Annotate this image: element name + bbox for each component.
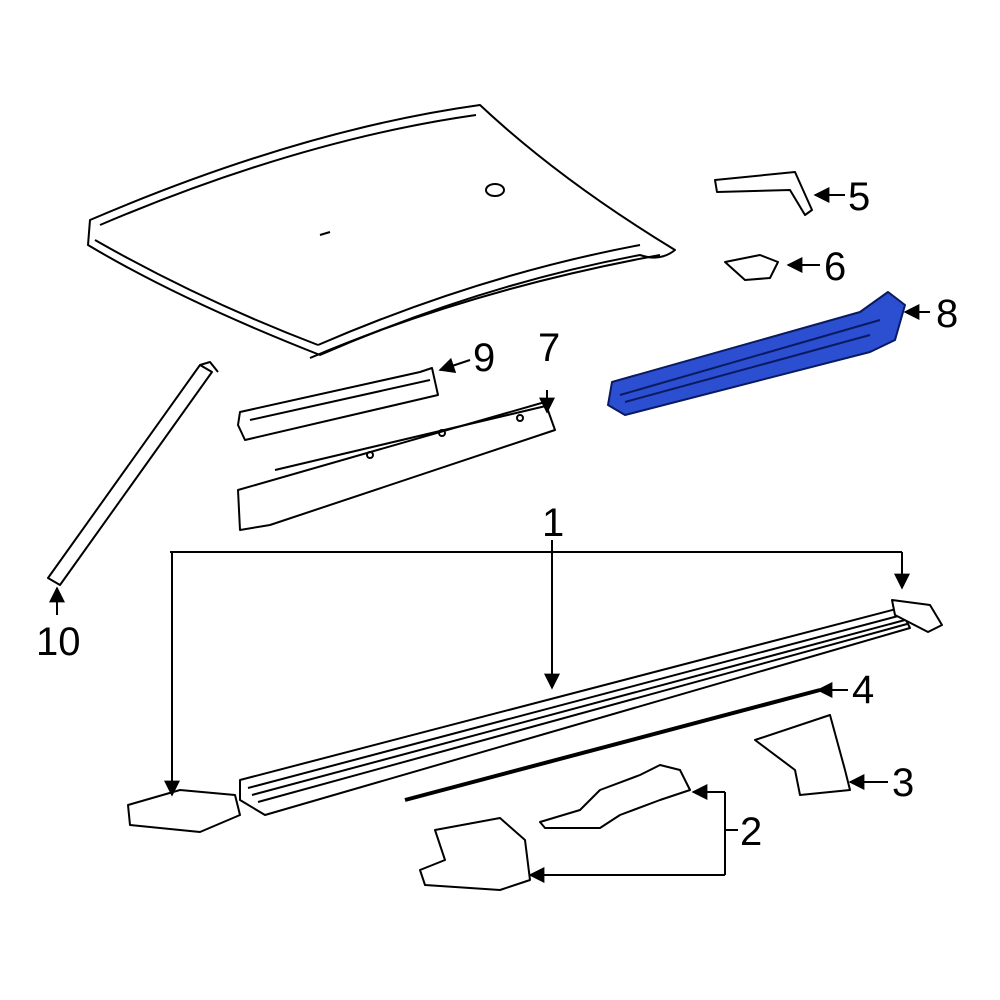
leader-lines: [49, 187, 930, 883]
callout-4: 4: [852, 668, 875, 712]
part-7-rocker-panel: [237, 401, 556, 531]
callout-7: 7: [538, 326, 561, 370]
callout-8: 8: [936, 292, 959, 336]
part-1-running-board: [127, 599, 943, 833]
part-4-rod: [404, 688, 821, 802]
part-9-reinforcement: [237, 367, 439, 441]
part-2-motor-assembly: [419, 764, 691, 891]
callout-5: 5: [848, 175, 871, 219]
callout-1: 1: [542, 501, 565, 545]
callout-9: 9: [473, 336, 496, 380]
part-8-sill-highlighted: [607, 291, 906, 416]
part-5-bracket: [714, 171, 813, 216]
part-10-pillar-strip: [47, 361, 219, 586]
part-6-bracket: [724, 254, 779, 281]
callout-3: 3: [892, 761, 915, 805]
callout-2: 2: [740, 810, 763, 854]
part-3-bracket: [754, 714, 851, 796]
roof-panel: [87, 104, 676, 359]
callout-10: 10: [36, 620, 81, 664]
callout-6: 6: [824, 245, 847, 289]
